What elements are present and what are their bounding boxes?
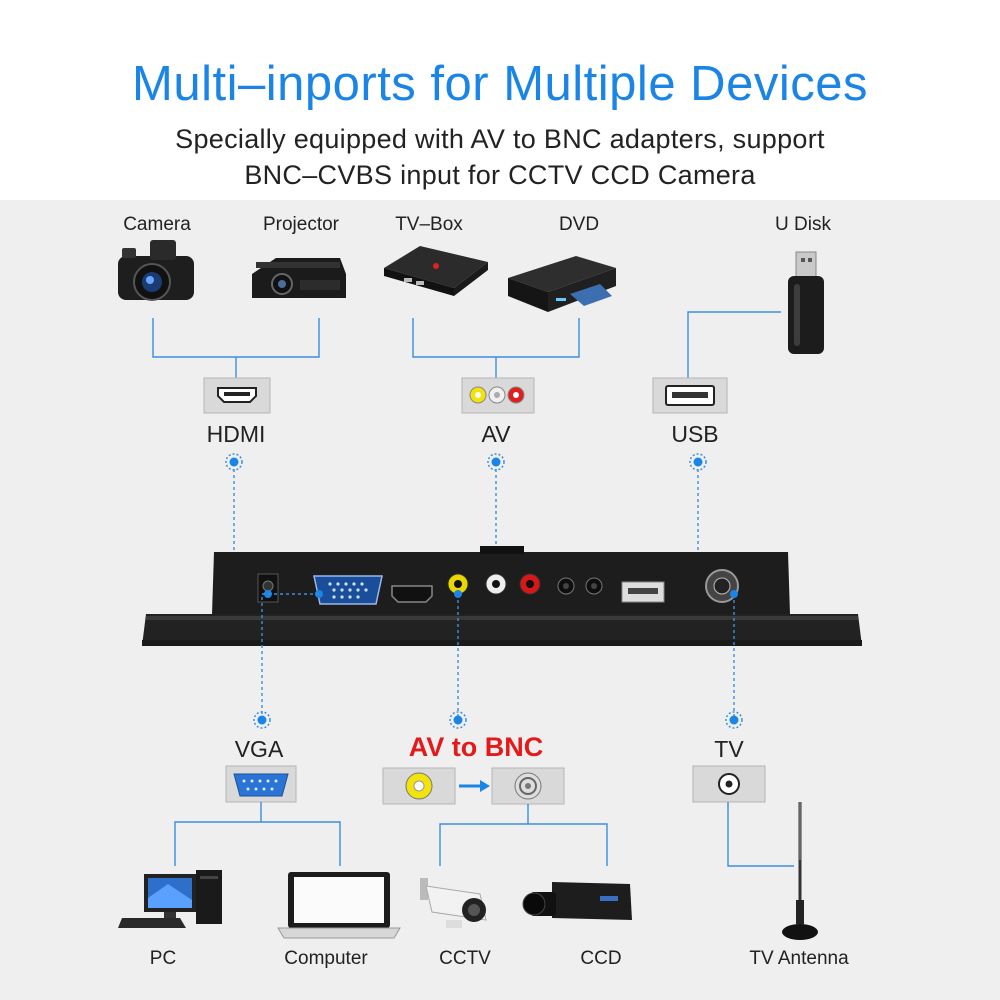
tvbox-icon	[384, 246, 488, 296]
top-connector-lines	[152, 311, 781, 378]
hdmi-port-icon	[203, 377, 271, 414]
port-label-av: AV	[481, 421, 511, 447]
device-label-pc: PC	[149, 948, 177, 969]
ccd-camera-icon	[522, 882, 632, 920]
device-label-cctv: CCTV	[439, 948, 491, 969]
port-label-hdmi: HDMI	[206, 421, 266, 447]
camera-icon	[118, 240, 194, 301]
port-label-vga: VGA	[234, 736, 284, 762]
pc-icon	[118, 870, 222, 928]
device-label-dvd: DVD	[558, 214, 600, 235]
subtitle-line-2: BNC–CVBS input for CCTV CCD Camera	[244, 160, 756, 190]
device-label-tv-antenna: TV Antenna	[749, 948, 849, 969]
projector-icon	[252, 258, 346, 298]
tv-antenna-icon	[782, 802, 818, 940]
cctv-camera-icon	[420, 878, 487, 928]
port-label-usb: USB	[671, 421, 719, 447]
header: Multi–inports for Multiple Devices Speci…	[0, 0, 1000, 200]
port-label-av-to-bnc: AV to BNC	[408, 732, 544, 762]
bottom-port-dots	[253, 711, 743, 729]
device-label-tvbox: TV–Box	[395, 214, 463, 235]
arrow-right-icon	[459, 780, 490, 792]
usb-drive-icon	[788, 251, 824, 354]
dvd-player-icon	[508, 256, 616, 312]
device-label-ccd: CCD	[580, 948, 622, 969]
device-label-camera: Camera	[123, 214, 191, 235]
tv-port-icon	[692, 765, 766, 803]
bottom-dotted-lines	[261, 593, 735, 720]
vga-port-icon	[225, 765, 297, 803]
port-label-tv: TV	[714, 736, 744, 762]
bottom-connector-lines	[174, 802, 794, 867]
laptop-icon	[277, 872, 401, 939]
bnc-connector-icon	[491, 767, 565, 805]
monitor-rear-panel	[142, 546, 862, 646]
usb-port-icon	[652, 377, 728, 414]
subtitle-line-1: Specially equipped with AV to BNC adapte…	[175, 124, 825, 154]
device-label-computer: Computer	[284, 948, 368, 969]
page-title: Multi–inports for Multiple Devices	[132, 57, 868, 111]
device-label-projector: Projector	[262, 214, 340, 235]
device-label-udisk: U Disk	[775, 214, 831, 235]
av-connector-icon	[382, 767, 456, 805]
av-port-icon	[461, 377, 535, 414]
top-port-dots	[225, 453, 707, 471]
